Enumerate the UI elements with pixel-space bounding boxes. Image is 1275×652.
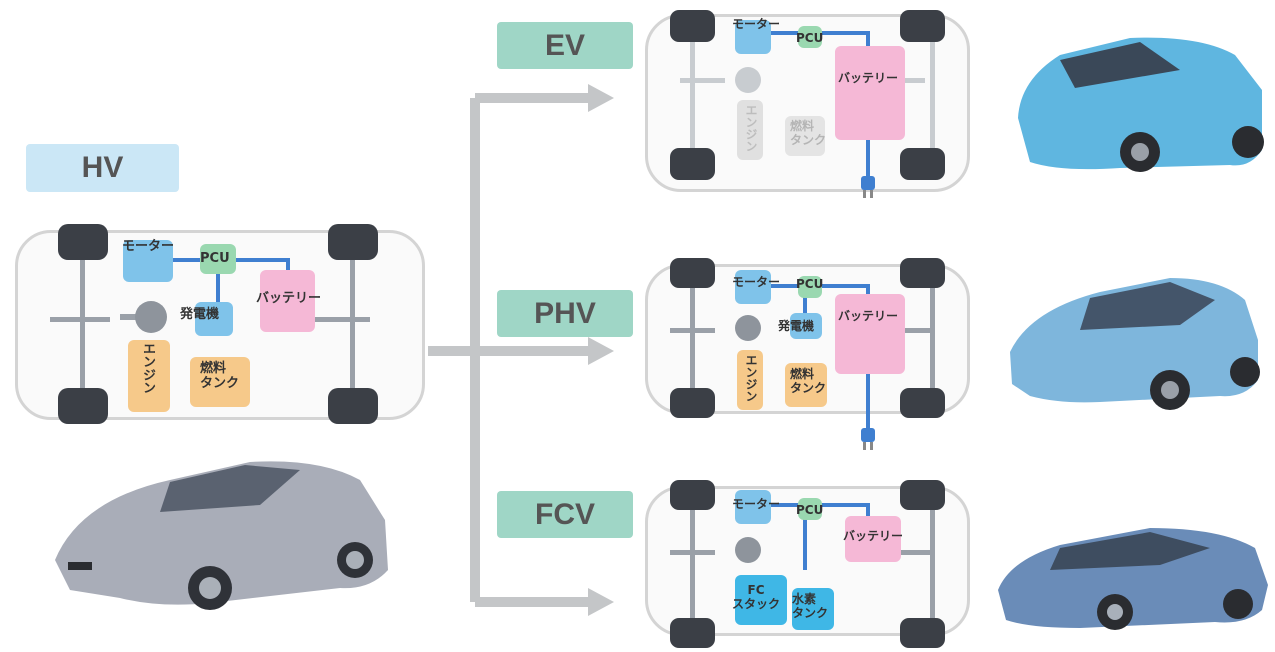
hv-engine-label: エンジン xyxy=(140,342,155,394)
ev-battery-label: バッテリー xyxy=(838,71,899,85)
ev-battery-block xyxy=(835,46,905,140)
fcv-pcu-label: PCU xyxy=(796,503,824,517)
hv-engine-block xyxy=(128,340,170,412)
phv-fuel-tank-block xyxy=(785,363,827,407)
fcv-tag: FCV xyxy=(497,491,633,538)
hv-generator-label: 発電機 xyxy=(180,307,220,322)
hv-fuel-tank-block xyxy=(190,357,250,407)
phv-motor-label: モーター xyxy=(732,275,781,289)
fcv-diagram: モーター PCU バッテリー FC スタック 水素 タンク xyxy=(640,480,980,652)
hv-motor-label: モーター xyxy=(122,239,175,254)
fcv-motor-block xyxy=(735,490,771,524)
hv-pcu-label: PCU xyxy=(200,251,230,266)
arrow-head-fcv xyxy=(588,588,614,616)
fcv-battery-label: バッテリー xyxy=(843,529,904,543)
hv-generator-block xyxy=(195,302,233,336)
hv-pcu-block xyxy=(200,244,236,274)
ev-tag: EV xyxy=(497,22,633,69)
fcv-fc-stack-block xyxy=(735,575,787,625)
phv-fuel-tank-label: 燃料 タンク xyxy=(790,367,827,395)
fcv-hydrogen-tank-block xyxy=(792,588,834,630)
hv-battery-block xyxy=(260,270,315,332)
fcv-fc-stack-label: FC スタック xyxy=(732,583,781,611)
phv-diagram: モーター PCU バッテリー 発電機 エンジン 燃料 タンク xyxy=(640,258,980,458)
phv-drivetrain xyxy=(670,258,945,450)
ev-drivetrain xyxy=(670,10,945,198)
phv-engine-block xyxy=(737,350,763,410)
phv-battery-label: バッテリー xyxy=(838,309,899,323)
fcv-battery-block xyxy=(845,516,901,562)
hv-fuel-tank-label: 燃料 タンク xyxy=(200,361,240,391)
arrow-head-phv xyxy=(588,337,614,365)
phv-battery-block xyxy=(835,294,905,374)
ev-engine-label: エンジン xyxy=(744,104,758,152)
ev-motor-block xyxy=(735,20,771,54)
phv-generator-label: 発電機 xyxy=(778,319,815,333)
ev-engine-block xyxy=(737,100,763,160)
hv-motor-block xyxy=(123,240,173,282)
ev-fuel-tank-label: 燃料 タンク xyxy=(790,119,827,147)
arrow-head-ev xyxy=(588,84,614,112)
fcv-hydrogen-tank-label: 水素 タンク xyxy=(792,592,829,620)
phv-generator-block xyxy=(790,313,822,339)
fcv-drivetrain xyxy=(670,480,945,648)
fcv-motor-label: モーター xyxy=(732,497,781,511)
ev-motor-label: モーター xyxy=(732,17,781,31)
phv-tag: PHV xyxy=(497,290,633,337)
hv-tag: HV xyxy=(26,144,179,192)
hv-diagram: モーター PCU バッテリー 発電機 エンジン 燃料 タンク xyxy=(10,222,430,432)
ev-diagram: モーター PCU バッテリー エンジン 燃料 タンク xyxy=(640,8,980,208)
phv-engine-label: エンジン xyxy=(744,354,758,402)
phv-pcu-label: PCU xyxy=(796,277,824,291)
ev-fuel-tank-block xyxy=(785,116,825,156)
ev-pcu-block xyxy=(798,26,822,48)
hv-battery-label: バッテリー xyxy=(256,291,322,306)
ev-pcu-label: PCU xyxy=(796,31,824,45)
phv-pcu-block xyxy=(798,276,822,298)
fcv-pcu-block xyxy=(798,498,822,520)
phv-motor-block xyxy=(735,270,771,304)
